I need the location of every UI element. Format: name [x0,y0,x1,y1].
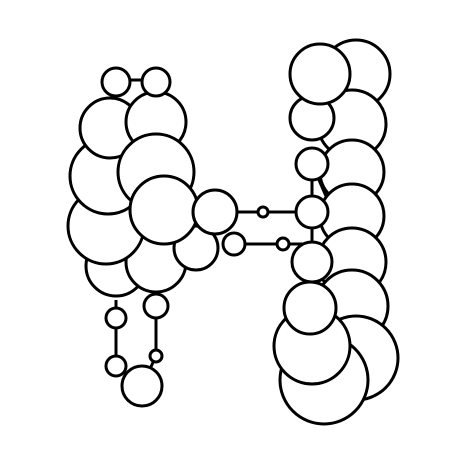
circle [288,42,352,106]
circle [294,146,330,182]
circles [66,38,400,426]
circle [191,188,239,236]
circle [140,66,172,98]
circle [275,236,291,252]
circle [128,174,200,246]
circle [104,306,128,330]
circle [290,240,334,284]
circle [120,364,164,408]
circle [294,194,330,230]
circle [221,231,247,257]
circle [100,66,132,98]
circle [104,354,128,378]
circle [148,348,164,364]
circle [142,292,170,320]
circle [256,205,270,219]
circle [282,280,338,336]
